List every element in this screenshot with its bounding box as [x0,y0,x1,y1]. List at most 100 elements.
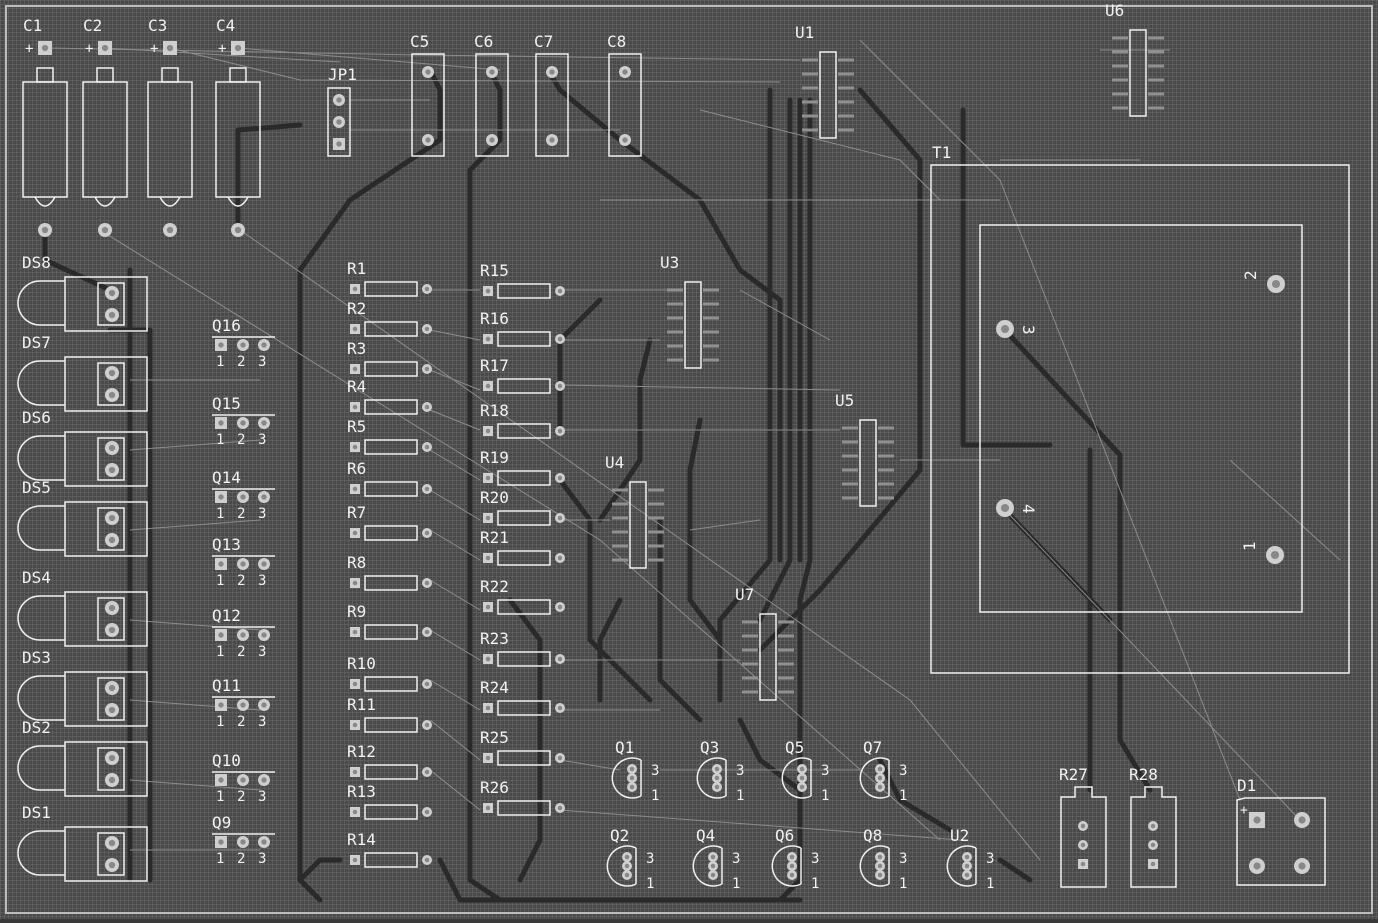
pin-number: 1 [216,506,224,522]
led-pad-hole [108,604,116,612]
pin-number: 3 [258,789,266,805]
bottom-transistor-pad-hole [799,766,805,772]
transistor-pad-hole [240,342,246,348]
trimmer-outlines [1060,786,1177,888]
resistor-pad-hole [352,286,358,292]
cap-plus-mark: + [218,41,226,57]
bottom-transistor-pad-hole [629,784,635,790]
resistor-pad-hole [557,288,563,294]
resistor-pad-hole [557,383,563,389]
resistor-body-outline [364,764,418,780]
led-pad-hole [108,514,116,522]
transistor-pad-hole [218,342,224,348]
transistor-label: Q14 [212,468,241,487]
resistor-pad-hole [424,404,430,410]
led-label: DS8 [22,253,51,272]
transformer-pin-number: 1 [1240,541,1259,551]
bridge-pad-hole [1298,816,1306,824]
transistor-pad-hole [261,342,267,348]
cap-body-outline [82,81,128,198]
pin-number: 2 [237,573,245,589]
transformer-pin-pad-hole [1270,550,1280,560]
resistor-label: R12 [347,742,376,761]
film-cap-pad-hole [425,137,431,143]
led-dome [17,505,65,551]
cap-bottom-arc [227,196,249,207]
trimmer-label: R28 [1129,765,1158,784]
cap-pad-hole [234,44,242,52]
transistor-pad-hole [240,777,246,783]
transistor-pad-hole [218,702,224,708]
film-cap-pad-hole [622,137,628,143]
led-pad-frame [97,832,125,876]
resistor-label: R10 [347,654,376,673]
resistor-label: R4 [347,377,366,396]
resistor-pad-hole [424,486,430,492]
resistor-pad-hole [485,656,491,662]
pin-number: 3 [899,851,907,867]
transistor-pad-hole [240,561,246,567]
cap-lead-outline [36,67,54,83]
pin-number: 3 [821,763,829,779]
transistor-pad-hole [240,839,246,845]
resistor-label: R3 [347,339,366,358]
transformer-pin-pad-hole [1000,503,1010,513]
led-pad-hole [108,776,116,784]
resistor-pad-hole [424,722,430,728]
led-pad-hole [108,289,116,297]
resistor-label: R2 [347,299,366,318]
led-pad-hole [108,626,116,634]
resistor-pad-hole [485,604,491,610]
board-outline [5,5,1373,914]
bottom-transistor-pad-hole [789,863,795,869]
transistor-label: Q13 [212,535,241,554]
pin-number: 1 [732,876,740,892]
resistor-pad-hole [352,326,358,332]
resistor-label: R25 [480,728,509,747]
resistor-body-outline [364,852,418,868]
led-label: DS7 [22,333,51,352]
resistor-pad-hole [352,629,358,635]
pin-number: 1 [651,788,659,804]
ic-label: U5 [835,391,854,410]
resistor-pad-hole [485,515,491,521]
led-label: DS5 [22,478,51,497]
led-pad-frame [97,362,125,406]
pin-number: 3 [811,851,819,867]
transformer-pin-number: 3 [1019,325,1038,335]
transistor-label: Q10 [212,751,241,770]
transistor-pad-hole [240,420,246,426]
resistor-pad-hole [424,809,430,815]
pin-number: 3 [258,354,266,370]
transformer-outline [930,164,1350,674]
transistor-pad-hole [261,702,267,708]
resistor-body-outline [364,439,418,455]
transistor-pad-hole [218,632,224,638]
resistor-label: R11 [347,695,376,714]
resistor-label: R22 [480,577,509,596]
cap-label: C4 [216,16,235,35]
cap-label: C2 [83,16,102,35]
film-cap-pad-hole [489,69,495,75]
film-cap-outline [475,53,509,157]
cap-label: C3 [148,16,167,35]
resistor-pad-hole [352,769,358,775]
cap-bottom-arc [159,196,181,207]
resistor-pad-hole [424,769,430,775]
transistor-pad-hole [218,777,224,783]
bottom-transistor-label: Q6 [775,826,794,845]
pin-number: 2 [237,714,245,730]
transistor-label: Q9 [212,813,231,832]
led-body-outline [64,671,148,727]
resistor-label: R26 [480,778,509,797]
bottom-transistor-pad-hole [629,766,635,772]
film-cap-pad-hole [549,137,555,143]
resistor-pad-hole [557,336,563,342]
pin-number: 2 [237,644,245,660]
bridge-pad-hole [1253,816,1261,824]
resistor-body-outline [497,423,551,439]
ic-label: U7 [735,585,754,604]
bridge-label: D1 [1237,776,1256,795]
bottom-transistor-pad-hole [710,872,716,878]
